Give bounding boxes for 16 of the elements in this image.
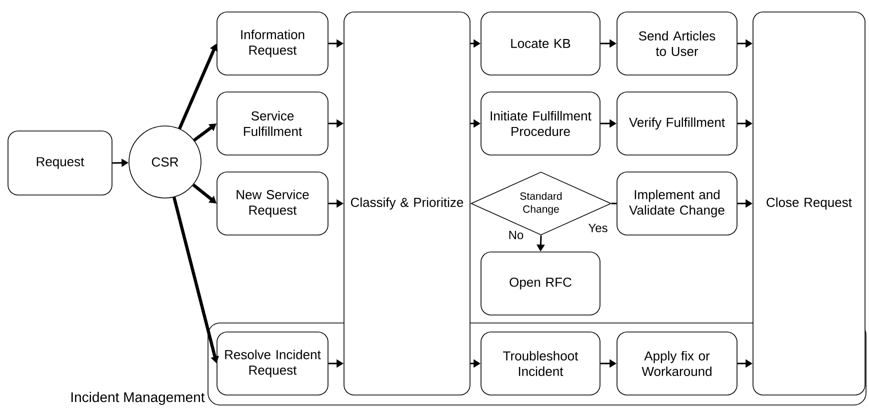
process-box: Service Fulfillment xyxy=(216,92,328,156)
edge-label: Yes xyxy=(587,222,609,234)
process-box: Initiate Fulfillment Procedure xyxy=(480,92,600,156)
process-box: Verify Fulfillment xyxy=(616,92,738,156)
process-box: Information Request xyxy=(216,12,328,76)
process-box: Resolve Incident Request xyxy=(216,332,328,396)
process-box: Locate KB xyxy=(480,12,600,76)
process-box: Close Request xyxy=(752,12,866,396)
process-box: Implement and Validate Change xyxy=(616,172,738,236)
process-box: New Service Request xyxy=(216,172,328,236)
process-box: Open RFC xyxy=(480,252,600,316)
process-box: Troubleshoot Incident xyxy=(480,332,600,396)
process-box: Send Articles to User xyxy=(616,12,738,76)
lane-label: Incident Management xyxy=(71,392,205,405)
process-box: Apply fix or Workaround xyxy=(616,332,738,396)
request-box: Request xyxy=(8,130,112,196)
